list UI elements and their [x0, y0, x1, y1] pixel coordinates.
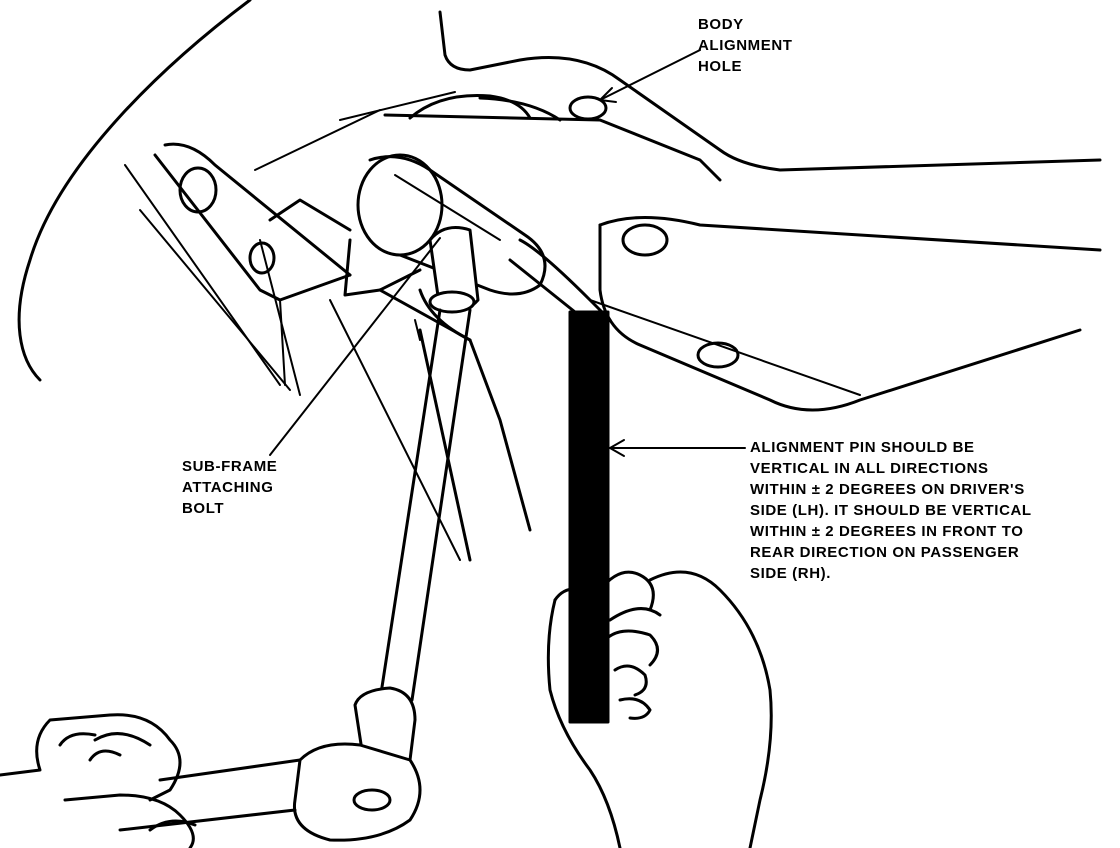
callout-line: WITHIN ± 2 DEGREES IN FRONT TO — [750, 523, 1024, 540]
socket — [428, 226, 480, 314]
ratchet — [118, 686, 422, 842]
frame-edge-2 — [414, 319, 421, 341]
leader-arrowhead-hole — [599, 87, 617, 103]
alignment-pin — [568, 310, 610, 724]
callout-line: ALIGNMENT PIN SHOULD BE — [750, 439, 975, 456]
callout-line: ATTACHING — [182, 479, 274, 496]
callout-sub-frame-bolt: SUB-FRAME ATTACHING BOLT — [182, 456, 277, 519]
callout-line: REAR DIRECTION ON PASSENGER — [750, 544, 1020, 561]
callout-line: BOLT — [182, 500, 225, 517]
callout-line: SIDE (RH). — [750, 565, 831, 582]
callout-line: ALIGNMENT — [698, 37, 793, 54]
extension-bar — [378, 308, 472, 702]
callout-line: VERTICAL IN ALL DIRECTIONS — [750, 460, 989, 477]
sub-frame-member — [329, 238, 532, 562]
callout-line: SIDE (LH). IT SHOULD BE VERTICAL — [750, 502, 1032, 519]
left-hand — [0, 713, 197, 848]
frame-edge — [279, 299, 286, 386]
callout-body-alignment-hole: BODY ALIGNMENT HOLE — [698, 14, 793, 77]
right-hand — [546, 570, 773, 848]
body-outline — [17, 0, 252, 382]
sub-frame-rail — [124, 142, 352, 396]
right-panel — [589, 216, 1102, 412]
body-panel — [254, 10, 1102, 182]
callout-alignment-pin: ALIGNMENT PIN SHOULD BE VERTICAL IN ALL … — [750, 437, 1032, 584]
callout-line: SUB-FRAME — [182, 458, 278, 475]
callout-line: WITHIN ± 2 DEGREES ON DRIVER'S — [750, 481, 1025, 498]
leader-arrowhead-pin — [609, 439, 625, 457]
body-alignment-hole — [568, 95, 608, 121]
leader-sub-frame-bolt — [269, 237, 441, 456]
callout-line: HOLE — [698, 58, 743, 75]
leader-body-hole — [599, 49, 701, 101]
callout-line: BODY — [698, 16, 744, 33]
panel-hole-lower — [696, 341, 740, 369]
